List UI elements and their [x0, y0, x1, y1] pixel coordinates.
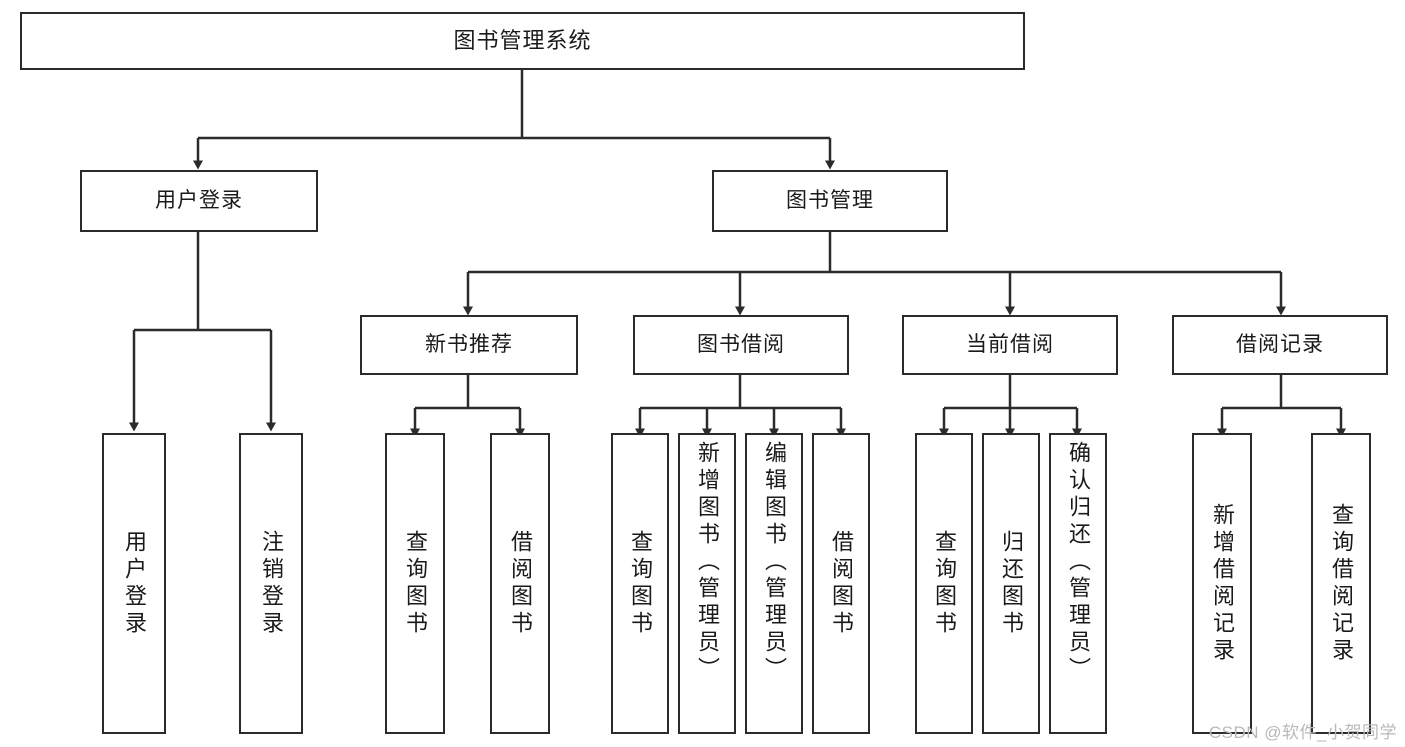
- node-current-borrow[interactable]: 当前借阅: [902, 315, 1118, 375]
- node-label: 确认归还（管理员）: [1065, 441, 1091, 684]
- node-label: 借阅记录: [1236, 332, 1324, 356]
- node-label: 图书管理系统: [453, 28, 592, 54]
- node-leaf-query-record[interactable]: 查询借阅记录: [1311, 433, 1371, 734]
- node-leaf-query-book-2[interactable]: 查询图书: [611, 433, 669, 734]
- node-label: 新增图书（管理员）: [694, 441, 720, 684]
- node-book-borrow[interactable]: 图书借阅: [633, 315, 849, 375]
- node-label: 图书管理: [786, 188, 874, 212]
- node-label: 借阅图书: [828, 529, 854, 638]
- node-label: 查询图书: [931, 529, 957, 638]
- node-leaf-logout[interactable]: 注销登录: [239, 433, 303, 734]
- node-leaf-add-book[interactable]: 新增图书（管理员）: [678, 433, 736, 734]
- node-borrow-record[interactable]: 借阅记录: [1172, 315, 1388, 375]
- node-label: 当前借阅: [966, 332, 1054, 356]
- node-label: 新增借阅记录: [1209, 502, 1235, 665]
- node-leaf-query-book-1[interactable]: 查询图书: [385, 433, 445, 734]
- node-label: 借阅图书: [507, 529, 533, 638]
- node-leaf-return-book[interactable]: 归还图书: [982, 433, 1040, 734]
- node-leaf-query-book-3[interactable]: 查询图书: [915, 433, 973, 734]
- node-label: 用户登录: [121, 529, 147, 638]
- node-label: 查询借阅记录: [1328, 502, 1354, 665]
- node-label: 注销登录: [258, 529, 284, 638]
- node-new-book-recommend[interactable]: 新书推荐: [360, 315, 578, 375]
- node-leaf-borrow-book-2[interactable]: 借阅图书: [812, 433, 870, 734]
- node-label: 新书推荐: [425, 332, 513, 356]
- node-leaf-user-login[interactable]: 用户登录: [102, 433, 166, 734]
- node-leaf-borrow-book-1[interactable]: 借阅图书: [490, 433, 550, 734]
- node-label: 查询图书: [402, 529, 428, 638]
- node-root-book-management-system[interactable]: 图书管理系统: [20, 12, 1025, 70]
- node-label: 查询图书: [627, 529, 653, 638]
- node-user-login[interactable]: 用户登录: [80, 170, 318, 232]
- node-leaf-edit-book[interactable]: 编辑图书（管理员）: [745, 433, 803, 734]
- node-leaf-confirm-return[interactable]: 确认归还（管理员）: [1049, 433, 1107, 734]
- node-book-manage[interactable]: 图书管理: [712, 170, 948, 232]
- node-label: 用户登录: [155, 188, 243, 212]
- node-leaf-add-record[interactable]: 新增借阅记录: [1192, 433, 1252, 734]
- node-label: 图书借阅: [697, 332, 785, 356]
- node-label: 归还图书: [998, 529, 1024, 638]
- csdn-watermark: CSDN @软件_小贺同学: [1208, 723, 1397, 742]
- node-label: 编辑图书（管理员）: [761, 441, 787, 684]
